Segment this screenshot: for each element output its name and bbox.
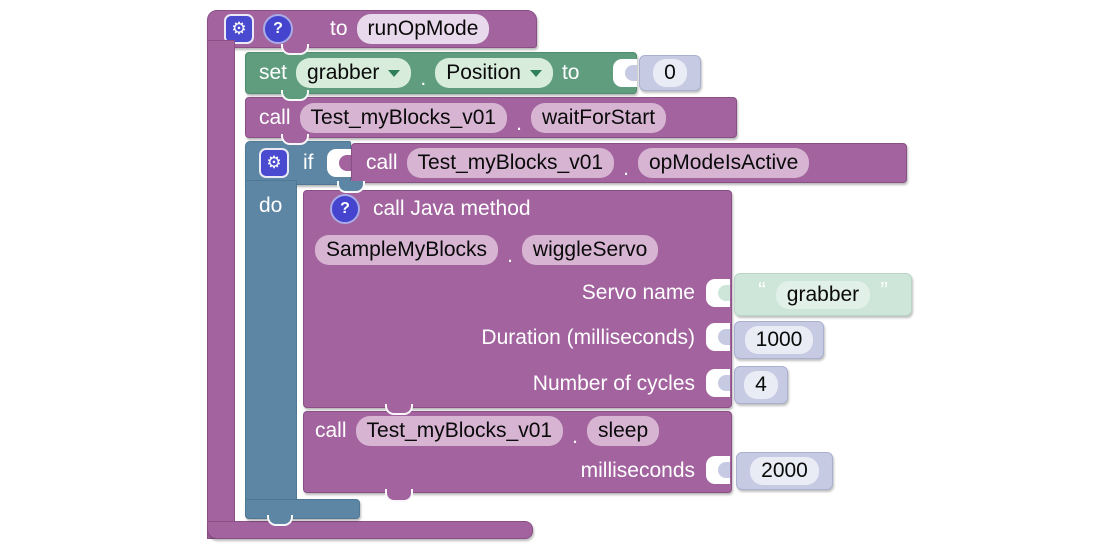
do-label: do: [259, 194, 283, 217]
variable-dropdown[interactable]: grabber: [296, 58, 412, 88]
dot-separator: .: [623, 157, 629, 180]
class-field[interactable]: Test_myBlocks_v01: [299, 102, 508, 133]
param-label: Duration (milliseconds): [481, 326, 695, 349]
runopmode-block-bottom[interactable]: [207, 521, 533, 539]
method-field[interactable]: wiggleServo: [521, 235, 659, 265]
help-icon[interactable]: ?: [330, 194, 360, 224]
close-quote: ”: [880, 277, 888, 303]
help-icon[interactable]: ?: [263, 14, 293, 44]
call-label: call: [366, 151, 398, 174]
number-block-position[interactable]: 0: [639, 55, 701, 91]
value-socket: [613, 59, 637, 87]
statement-bump: [385, 489, 413, 502]
param-label: milliseconds: [580, 459, 695, 482]
value-socket: [706, 279, 730, 307]
statement-bump: [281, 44, 309, 55]
if-label: if: [303, 151, 314, 174]
call-label: call: [315, 419, 347, 442]
variable-dropdown-value: grabber: [307, 61, 380, 84]
method-field[interactable]: sleep: [586, 416, 660, 446]
call-label: call: [259, 105, 291, 129]
condition-socket: [327, 149, 351, 177]
runopmode-block-top[interactable]: ⚙ ? to runOpMode: [207, 10, 537, 48]
number-field[interactable]: 1000: [744, 326, 814, 354]
number-field[interactable]: 4: [744, 371, 778, 399]
number-block-duration[interactable]: 1000: [734, 321, 824, 359]
statement-bump: [267, 515, 293, 526]
value-socket: [706, 323, 730, 351]
if-block-bottom[interactable]: [245, 499, 360, 519]
dropdown-arrow-icon: [529, 69, 542, 77]
set-position-block[interactable]: set grabber . Position to: [245, 52, 637, 94]
class-field[interactable]: SampleMyBlocks: [315, 235, 499, 265]
to-label: to: [330, 17, 348, 40]
dot-separator: .: [420, 67, 427, 90]
condition-block[interactable]: call Test_myBlocks_v01 . opModeIsActive: [351, 143, 907, 183]
class-field[interactable]: Test_myBlocks_v01: [355, 416, 564, 446]
opmode-name-field[interactable]: runOpMode: [356, 14, 490, 44]
java-method-block[interactable]: [303, 190, 732, 408]
runopmode-block-spine[interactable]: [207, 40, 235, 539]
dropdown-arrow-icon: [388, 69, 401, 77]
dot-separator: .: [507, 244, 513, 267]
number-block-milliseconds[interactable]: 2000: [736, 452, 833, 490]
gear-icon[interactable]: ⚙: [259, 148, 289, 178]
dot-separator: .: [516, 111, 522, 135]
statement-bump: [281, 134, 309, 145]
number-field[interactable]: 0: [653, 59, 687, 87]
property-dropdown[interactable]: Position: [435, 58, 553, 88]
java-method-title: call Java method: [373, 197, 531, 220]
method-field[interactable]: waitForStart: [530, 102, 667, 133]
to-label: to: [561, 61, 580, 84]
statement-bump: [281, 90, 309, 101]
param-label: Number of cycles: [532, 372, 695, 395]
number-block-cycles[interactable]: 4: [734, 366, 788, 404]
value-socket: [706, 456, 730, 484]
if-block-spine[interactable]: [245, 180, 297, 519]
gear-icon[interactable]: ⚙: [224, 14, 254, 44]
string-field[interactable]: grabber: [775, 280, 871, 309]
statement-bump: [337, 181, 365, 193]
set-label: set: [259, 61, 288, 84]
open-quote: “: [758, 277, 766, 303]
statement-bump: [385, 404, 413, 415]
class-field[interactable]: Test_myBlocks_v01: [406, 148, 615, 178]
number-field[interactable]: 2000: [750, 457, 819, 485]
dot-separator: .: [572, 425, 578, 448]
value-socket: [706, 369, 730, 397]
property-dropdown-value: Position: [446, 61, 521, 84]
method-field[interactable]: opModeIsActive: [637, 148, 810, 178]
param-label: Servo name: [581, 281, 695, 304]
string-block-servo-name[interactable]: “ grabber ”: [734, 273, 912, 316]
waitforstart-block[interactable]: call Test_myBlocks_v01 . waitForStart: [245, 97, 737, 138]
